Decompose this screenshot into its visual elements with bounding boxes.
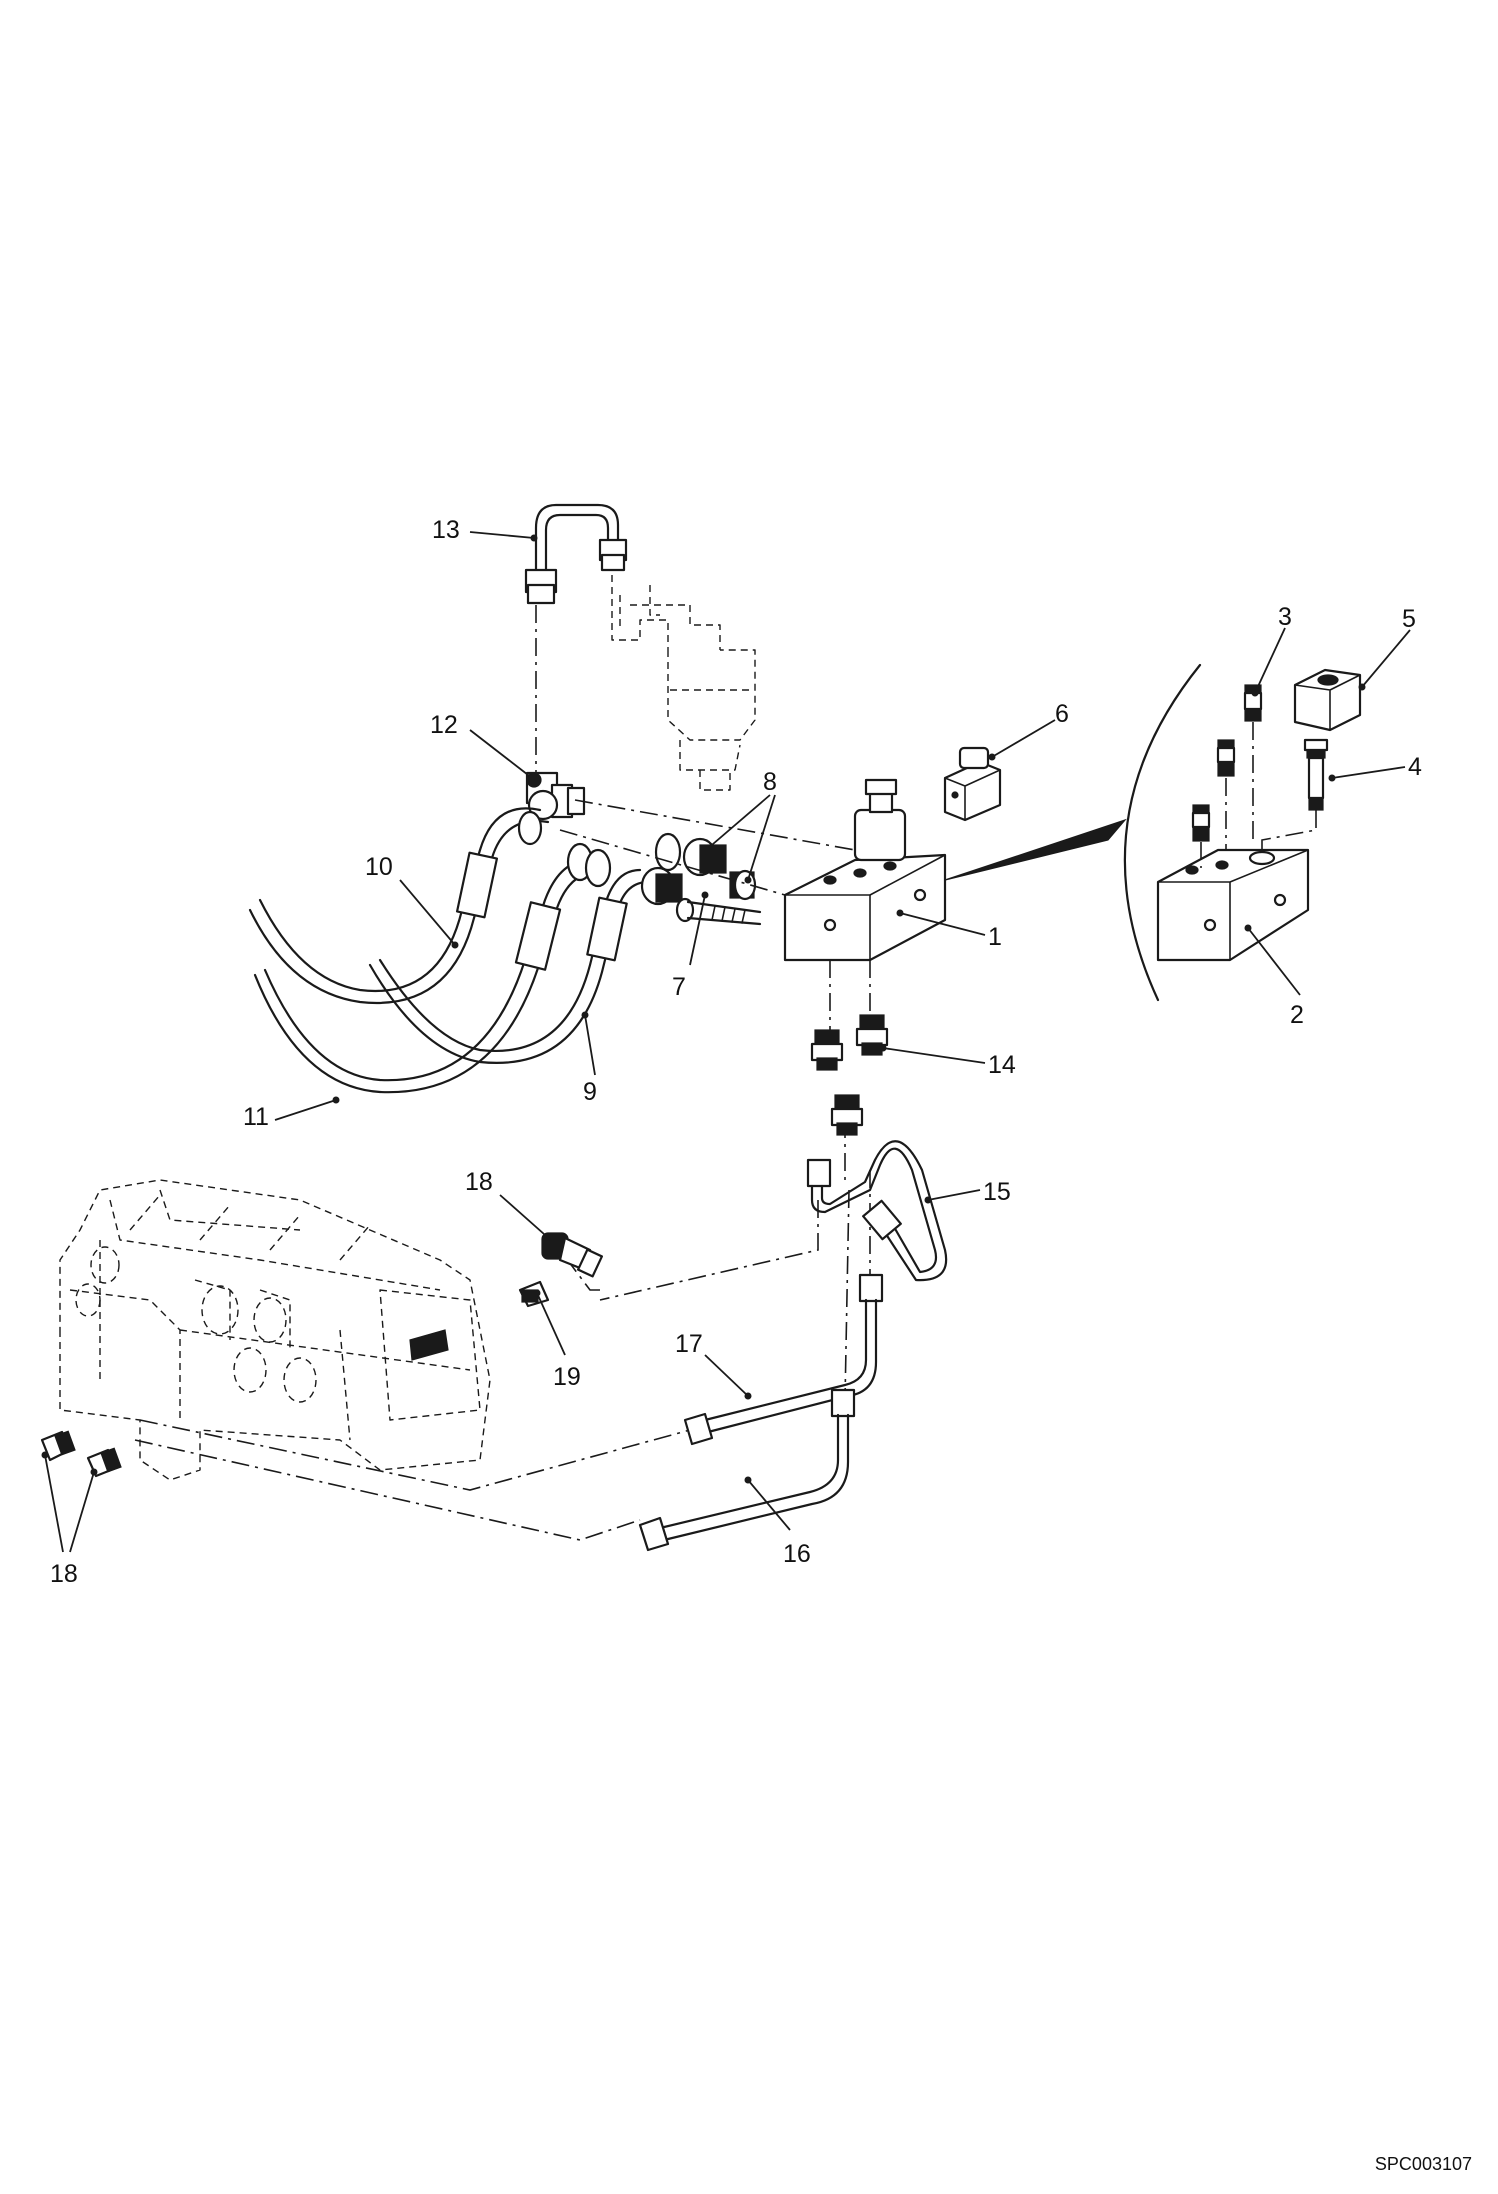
assembly-center-lines — [134, 605, 871, 1541]
drawing-id-label: SPC003107 — [1375, 2154, 1472, 2174]
control-valve-bank — [59, 1179, 491, 1481]
part-2-block — [1156, 848, 1310, 962]
callout-13: 13 — [432, 516, 460, 544]
callout-15: 15 — [983, 1178, 1011, 1206]
part-1-valve-block — [783, 778, 947, 962]
callout-3: 3 — [1278, 603, 1292, 631]
part-12-elbow-fitting — [525, 771, 586, 821]
callout-19: 19 — [553, 1363, 581, 1391]
part-14-fittings — [810, 1014, 889, 1136]
callout-11: 11 — [243, 1103, 269, 1131]
part-18-lower-fittings — [40, 1430, 122, 1478]
callout-2: 2 — [1290, 1001, 1304, 1029]
part-11-hose — [253, 842, 600, 1094]
part-18-upper-elbow — [541, 1232, 603, 1278]
callout-18-upper: 18 — [465, 1168, 493, 1196]
part-5-coil — [1293, 668, 1362, 732]
part-6-connector — [943, 746, 1002, 822]
callout-17: 17 — [675, 1330, 703, 1358]
detail-view — [944, 663, 1362, 1002]
part-4-cartridge — [1261, 738, 1329, 852]
part-7-bolt — [675, 897, 762, 926]
part-10-hose — [248, 807, 550, 1004]
part-9-hose — [368, 832, 682, 1064]
part-3-cartridges — [1191, 684, 1263, 868]
callout-1: 1 — [988, 923, 1002, 951]
callout-14: 14 — [988, 1051, 1016, 1079]
part-17-tube — [683, 1273, 884, 1446]
callout-5: 5 — [1402, 605, 1416, 633]
part-16-tube — [638, 1388, 856, 1552]
part-13-tube — [524, 503, 628, 605]
callout-8: 8 — [763, 768, 777, 796]
callout-18-lower: 18 — [50, 1560, 78, 1588]
callout-9: 9 — [583, 1078, 597, 1106]
leader-lines — [41, 531, 1411, 1553]
ghost-valve-assembly — [611, 575, 756, 791]
callout-4: 4 — [1408, 753, 1422, 781]
callout-16: 16 — [783, 1540, 811, 1568]
callout-10: 10 — [365, 853, 393, 881]
callout-6: 6 — [1055, 700, 1069, 728]
callout-labels: 13 12 10 11 9 7 8 1 6 3 5 4 2 14 15 18 1… — [50, 516, 1422, 1588]
callout-12: 12 — [430, 711, 458, 739]
part-15-tube — [806, 1140, 948, 1282]
callout-7: 7 — [672, 973, 686, 1001]
